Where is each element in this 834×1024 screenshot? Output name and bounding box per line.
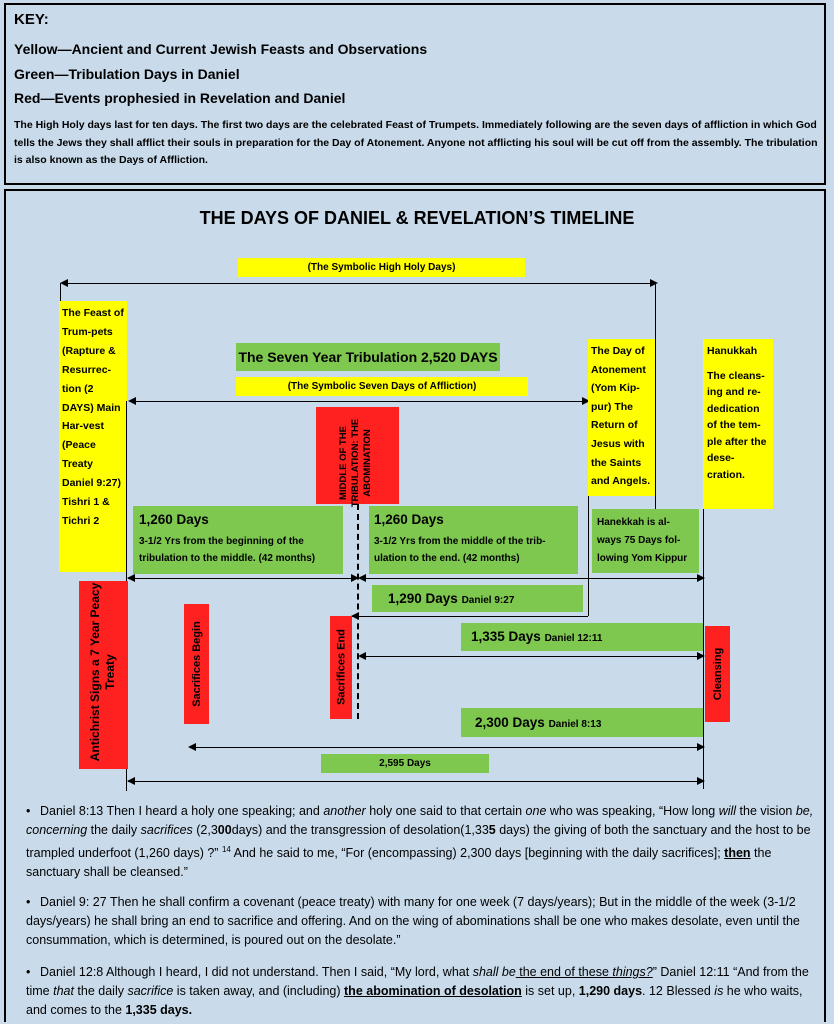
verse-daniel-12-8: •Daniel 12:8 Although I heard, I did not…	[26, 965, 809, 1017]
d1290-box: 1,290 Days Daniel 9:27	[372, 585, 583, 612]
seven-days-affliction-label: (The Symbolic Seven Days of Affliction)	[236, 377, 528, 396]
middle-dashed-line	[357, 504, 359, 719]
d1290-label: 1,290 Days	[388, 591, 458, 606]
sacrifices-begin-label: Sacrifices Begin	[191, 621, 203, 707]
tick-line	[60, 283, 61, 303]
key-paragraph: The High Holy days last for ten days. Th…	[14, 119, 818, 166]
sacrifices-end-label: Sacrifices End	[335, 629, 348, 705]
hanukkah-body: The cleans-ing and re-dedication of the …	[707, 369, 767, 481]
hanukkah-title: Hanukkah	[707, 345, 758, 357]
first-half-body: 3-1/2 Yrs from the beginning of the trib…	[139, 536, 316, 564]
arrow-left-icon	[351, 612, 359, 620]
hanekkah-note-box: Hanekkah is al-ways 75 Days fol-lowing Y…	[592, 509, 699, 573]
key-green: Green—Tribulation Days in Daniel	[14, 66, 240, 82]
key-red: Red—Events prophesied in Revelation and …	[14, 90, 346, 106]
d2300-line	[190, 747, 702, 748]
timeline-title: THE DAYS OF DANIEL & REVELATION’S TIMELI…	[199, 208, 635, 228]
cleansing-box: Cleansing	[705, 626, 730, 722]
hanukkah-line	[703, 509, 704, 789]
sacrifices-end-box: Sacrifices End	[330, 616, 352, 719]
d1335-ref: Daniel 12:11	[544, 633, 603, 644]
first-half-box: 1,260 Days 3-1/2 Yrs from the beginning …	[133, 506, 343, 574]
first-half-title: 1,260 Days	[139, 512, 209, 527]
day-of-atonement-box: The Day of Atonement (Yom Kip-pur) The R…	[588, 339, 655, 496]
arrow-left-icon	[358, 652, 366, 660]
second-half-line	[360, 578, 702, 579]
key-title: KEY:	[14, 11, 49, 28]
bullet-icon: •	[26, 965, 31, 979]
seven-year-tribulation-label: The Seven Year Tribulation 2,520 DAYS	[236, 343, 500, 371]
d2300-box: 2,300 Days Daniel 8:13	[461, 708, 703, 737]
hanukkah-box: Hanukkah The cleans-ing and re-dedicatio…	[703, 339, 773, 509]
bullet-icon: •	[26, 804, 31, 818]
first-half-line	[128, 578, 357, 579]
d1335-label: 1,335 Days	[471, 629, 541, 644]
arrow-right-icon	[582, 397, 590, 405]
d1290-line	[352, 616, 588, 617]
second-half-box: 1,260 Days 3-1/2 Yrs from the middle of …	[369, 506, 578, 574]
antichrist-treaty-label: Antichrist Signs a 7 Year Peacy Treaty	[88, 582, 117, 762]
sacrifices-begin-box: Sacrifices Begin	[184, 604, 209, 724]
d2595-label: 2,595 Days	[321, 754, 489, 773]
middle-of-tribulation-label: MIDDLE OF THE TRIBULATION: THE ABOMINATI…	[338, 418, 373, 508]
verse-daniel-8-13: •Daniel 8:13 Then I heard a holy one spe…	[26, 804, 814, 880]
arrow-left-icon	[358, 574, 366, 582]
d2300-label: 2,300 Days	[475, 715, 545, 730]
cleansing-label: Cleansing	[712, 647, 724, 701]
tick-line	[655, 283, 656, 513]
arrow-left-icon	[60, 279, 68, 287]
arrow-right-icon	[697, 743, 705, 751]
arrow-left-icon	[127, 574, 135, 582]
antichrist-treaty-box: Antichrist Signs a 7 Year Peacy Treaty	[79, 581, 128, 769]
middle-of-tribulation-box: MIDDLE OF THE TRIBULATION: THE ABOMINATI…	[316, 407, 399, 507]
arrow-right-icon	[351, 574, 359, 582]
key-yellow: Yellow—Ancient and Current Jewish Feasts…	[14, 41, 428, 57]
atonement-line	[588, 496, 589, 616]
key-box: KEY: Yellow—Ancient and Current Jewish F…	[4, 3, 826, 185]
arrow-right-icon	[650, 279, 658, 287]
arrow-right-icon	[697, 652, 705, 660]
tribulation-span-line	[130, 401, 588, 402]
arrow-right-icon	[697, 574, 705, 582]
arrow-left-icon	[188, 743, 196, 751]
bullet-icon: •	[26, 895, 31, 909]
arrow-right-icon	[697, 777, 705, 785]
d1335-box: 1,335 Days Daniel 12:11	[461, 623, 703, 651]
second-half-title: 1,260 Days	[374, 512, 444, 527]
d2595-line	[128, 781, 702, 782]
d1290-ref: Daniel 9:27	[461, 595, 515, 606]
d2300-ref: Daniel 8:13	[548, 719, 602, 730]
second-half-body: 3-1/2 Yrs from the middle of the trib-ul…	[374, 536, 546, 564]
d1335-line	[360, 656, 702, 657]
verse-daniel-9-27: •Daniel 9: 27 Then he shall confirm a co…	[26, 895, 800, 947]
feast-of-trumpets-box: The Feast of Trum-pets (Rapture & Resurr…	[59, 301, 127, 572]
arrow-left-icon	[127, 777, 135, 785]
high-holy-days-label: (The Symbolic High Holy Days)	[238, 258, 525, 277]
high-holy-days-line	[62, 283, 654, 284]
arrow-left-icon	[128, 397, 136, 405]
